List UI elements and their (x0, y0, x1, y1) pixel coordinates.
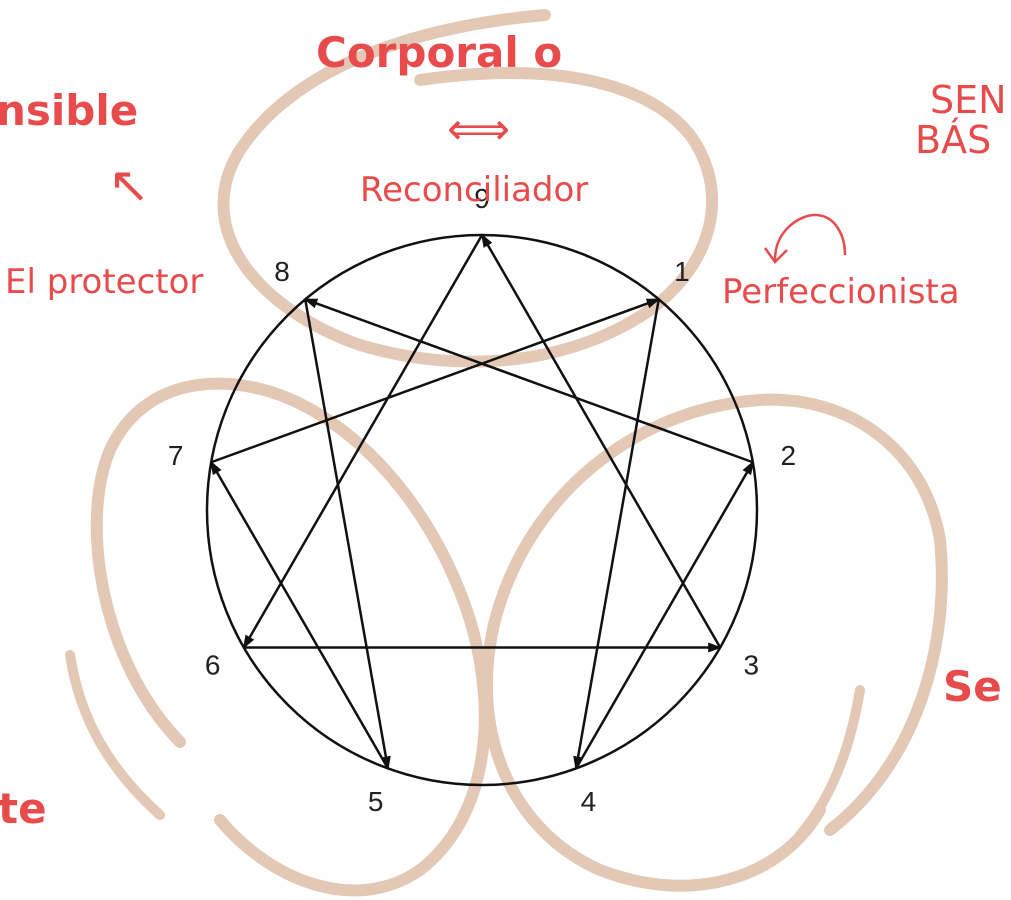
point-label-7: 7 (168, 440, 184, 471)
point-label-8: 8 (274, 256, 290, 287)
line-3-to-9 (482, 235, 720, 648)
point-label-5: 5 (368, 786, 384, 817)
right-ring (487, 400, 942, 886)
circular-arrow-icon (760, 200, 860, 280)
left-outer-arc (70, 655, 160, 815)
point-label-1: 1 (674, 256, 690, 287)
bas-label: BÁS (915, 120, 991, 160)
point-label-4: 4 (581, 786, 597, 817)
el-protector-label: El protector (5, 262, 203, 302)
point-label-3: 3 (744, 650, 760, 681)
point-label-2: 2 (780, 440, 796, 471)
sen-label: SEN (930, 80, 1007, 120)
arrow-up-left-icon: ↖ (108, 165, 150, 205)
perfeccionista-label: Perfeccionista (722, 272, 960, 312)
body-center-title-line2: nsible (0, 88, 138, 134)
point-label-6: 6 (205, 650, 221, 681)
double-arrow-icon: ⟺ (447, 110, 510, 150)
se-partial-label: Se (943, 664, 1002, 710)
body-center-title-line1: Corporal o (316, 30, 562, 76)
reconciliador-label: Reconciliador (360, 170, 588, 210)
te-partial-label: te (0, 786, 47, 832)
